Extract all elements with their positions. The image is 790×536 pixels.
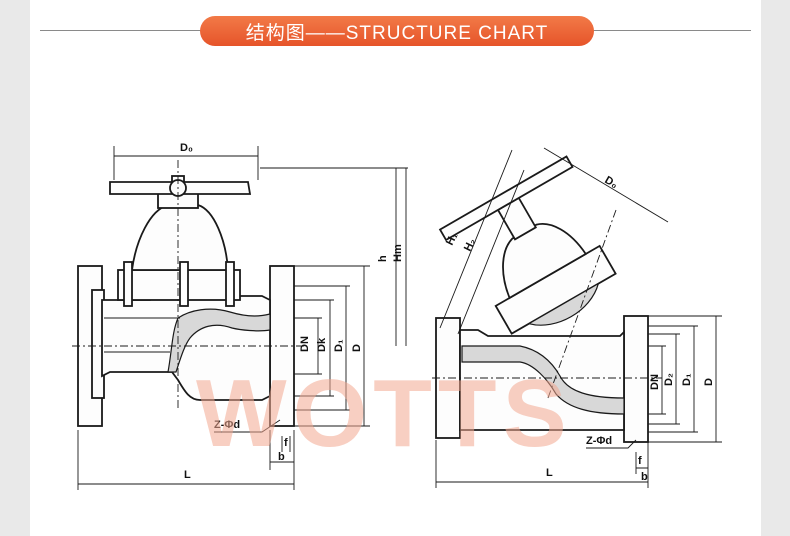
left-l-label: L <box>184 469 191 481</box>
left-d-label: D <box>351 344 363 352</box>
right-f-label: f <box>638 455 642 467</box>
right-d0-label: D₀ <box>603 174 620 191</box>
left-valve-drawing: D₀ h Hm DN Dk D₁ D Z-Φd f b L <box>72 142 408 490</box>
left-f-label: f <box>284 437 288 449</box>
left-h-label: h <box>377 255 389 262</box>
right-valve-drawing: D₀ H₁ H₂ DN D₂ D₁ D Z-Φd f b L <box>432 147 722 488</box>
right-valve-handwheel <box>438 155 574 242</box>
left-valve-bonnet <box>130 204 229 271</box>
left-valve-bonnet-flange <box>117 269 241 301</box>
left-hm-label: Hm <box>392 244 404 262</box>
right-bolt-label: Z-Φd <box>586 435 612 447</box>
right-valve-bonnet <box>502 223 588 300</box>
left-d1-label: D₁ <box>333 339 345 352</box>
left-dn-label: DN <box>299 336 311 352</box>
left-b-label: b <box>278 451 285 463</box>
right-d2-label: D₂ <box>663 373 675 386</box>
header-divider-right <box>590 30 751 31</box>
right-valve-outlet-flange <box>623 315 649 443</box>
section-title: 结构图——STRUCTURE CHART <box>200 16 594 46</box>
left-bolt-label: Z-Φd <box>214 419 240 431</box>
right-d-label: D <box>703 378 715 386</box>
header-divider-left <box>40 30 240 31</box>
right-h2-label: H₂ <box>462 236 478 253</box>
right-dn-label: DN <box>649 374 661 390</box>
right-h1-label: H₁ <box>444 230 460 247</box>
brand-watermark: WOTTS <box>196 360 573 467</box>
right-d1-label: D₁ <box>681 373 693 386</box>
right-b-label: b <box>641 471 648 483</box>
right-l-label: L <box>546 467 553 479</box>
left-d0-label: D₀ <box>180 142 193 154</box>
left-dk-label: Dk <box>316 337 328 352</box>
